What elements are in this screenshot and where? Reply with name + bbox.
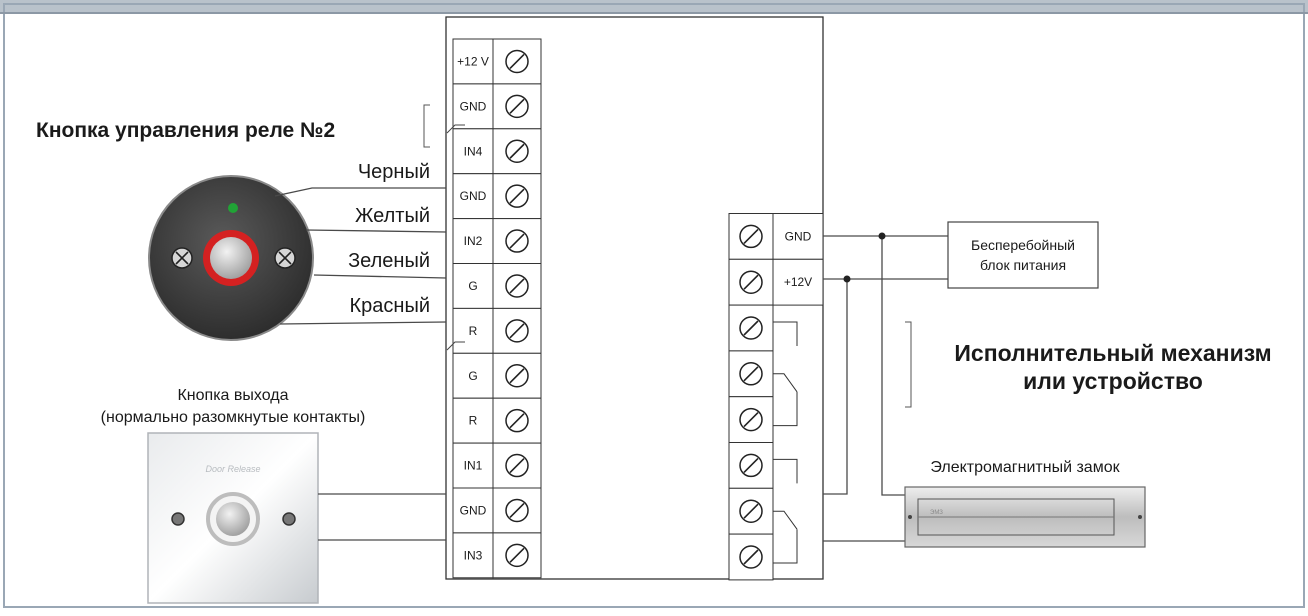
terminal-screw-icon-slot	[743, 503, 759, 519]
terminal-screw-icon-slot	[509, 53, 525, 70]
group-bracket-top	[446, 124, 465, 134]
left-terminal-label: GND	[460, 99, 487, 113]
left-terminal-label: +12 V	[457, 54, 489, 68]
terminal-screw-icon-slot	[509, 457, 525, 474]
left-terminal-label: GND	[460, 189, 487, 203]
ups-label-line2: блок питания	[980, 257, 1066, 273]
left-terminal-label-cell	[452, 307, 494, 354]
right-terminal-label: +12V	[784, 275, 812, 289]
terminal-screw-icon-slot	[743, 549, 759, 565]
terminal-screw-icon-slot	[509, 547, 525, 563]
right-terminal-block: GND +12V	[728, 213, 824, 581]
left-terminal-label: IN3	[464, 548, 483, 562]
relay-1-nc-contact	[773, 321, 798, 346]
maglock-label: Электромагнитный замок	[930, 459, 1120, 476]
maglock-hole-right-icon	[1138, 515, 1142, 519]
frame-border	[3, 3, 1305, 608]
relay-2-no-contact	[773, 529, 798, 564]
terminal-screw-icon-slot	[743, 228, 759, 244]
terminal-screw-icon-slot	[509, 233, 525, 249]
terminal-screw-icon-slot	[509, 143, 525, 159]
screw-left-cross	[175, 251, 189, 265]
relay2-bracket	[423, 104, 430, 148]
exit-screw-left-icon	[171, 512, 185, 526]
terminal-screw-icon-slot	[509, 413, 525, 429]
terminal-screw-icon-slot	[743, 366, 759, 382]
exit-button-title: Кнопка выхода	[177, 387, 288, 404]
maglock-hole-left-icon	[908, 515, 912, 519]
left-terminal-label: IN1	[464, 459, 483, 473]
terminal-screw-icon-slot	[509, 502, 525, 519]
relay-1-common	[773, 373, 798, 393]
left-terminal-label: GND	[460, 503, 487, 517]
frame-top-line	[0, 12, 1308, 14]
wire-black-label: Черный	[358, 161, 430, 183]
junction-12v	[843, 275, 851, 283]
terminal-screw-icon-slot	[743, 412, 759, 428]
ups-label: Бесперебойный	[971, 237, 1075, 253]
wire-lock-12v-drop	[823, 279, 848, 495]
left-terminal-label-cell	[452, 487, 494, 534]
maglock: ЭМЗ	[904, 486, 1146, 548]
wire-red	[279, 321, 447, 325]
actuator-label-line1: Исполнительный механизм	[954, 340, 1271, 366]
exit-button-subtitle: (нормально разомкнутые контакты)	[101, 409, 366, 426]
left-terminal-label-cell	[452, 218, 494, 265]
terminal-screw-icon-slot	[743, 320, 759, 336]
wire-red-label: Красный	[350, 295, 431, 317]
relay-2-common	[773, 510, 798, 530]
terminal-screw-icon-slot	[743, 274, 759, 290]
actuator-label-line2: или устройство	[1023, 368, 1203, 394]
led-indicator	[228, 203, 238, 213]
left-terminal-label: R	[469, 324, 478, 338]
terminal-screw-icon-slot	[509, 98, 525, 114]
junction-gnd	[878, 232, 886, 240]
exit-button-cap-inner	[216, 502, 250, 536]
right-terminal-label: GND	[785, 229, 812, 243]
screw-right-cross	[278, 251, 292, 265]
left-terminal-label-cell	[452, 352, 494, 399]
terminal-screw-icon-slot	[509, 188, 525, 204]
left-terminal-label: R	[469, 414, 478, 428]
group-bracket-bottom	[446, 341, 465, 351]
ups-box	[947, 221, 1099, 289]
relay2-button-label: Кнопка управления реле №2	[36, 119, 335, 142]
left-terminal-label: IN2	[464, 234, 483, 248]
relay-1-no-contact	[773, 391, 798, 427]
left-terminal-label-cell	[452, 128, 494, 175]
left-terminal-label: G	[468, 369, 477, 383]
terminal-screw-icon-slot	[509, 278, 525, 294]
top-bar	[0, 0, 1308, 12]
right-terminal-label-cell	[772, 213, 824, 260]
left-terminal-label: G	[468, 279, 477, 293]
door-release-label: Door Release	[205, 464, 260, 474]
wire-green-label: Зеленый	[348, 250, 430, 272]
right-terminal-label-cell	[772, 258, 824, 306]
left-terminal-label: IN4	[464, 144, 483, 158]
left-terminal-label-cell	[452, 173, 494, 220]
maglock-plate-label: ЭМЗ	[930, 510, 943, 516]
actuator-bracket	[905, 321, 912, 408]
terminal-screw-icon-slot	[743, 457, 759, 473]
wire-green	[313, 274, 447, 279]
wire-yellow-label: Желтый	[355, 205, 430, 227]
wire-yellow	[305, 229, 447, 233]
terminal-screw-icon-slot	[509, 368, 525, 384]
wire-lock-gnd-drop	[881, 236, 905, 496]
right-terminal-screw-cell	[728, 487, 774, 535]
reader-button-cap	[210, 237, 252, 279]
terminal-screw-icon-slot	[509, 323, 525, 339]
reader-button	[148, 175, 314, 341]
relay-2-nc-contact	[773, 458, 798, 484]
wire-black	[274, 187, 446, 197]
left-terminal-label-cell	[452, 397, 494, 444]
exit-button: Door Release	[147, 432, 319, 604]
exit-screw-right-icon	[282, 512, 296, 526]
